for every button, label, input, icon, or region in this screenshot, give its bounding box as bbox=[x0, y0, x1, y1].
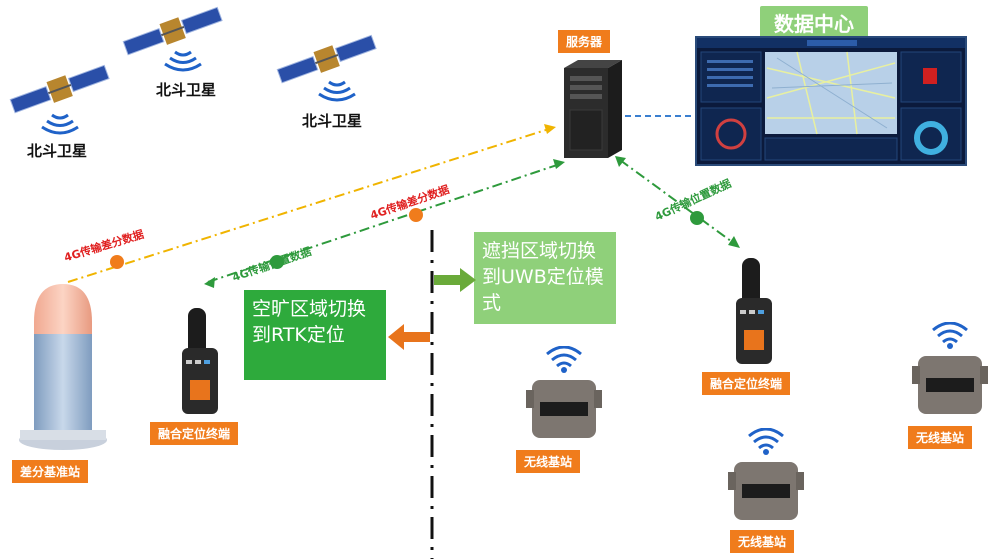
base-station-2-label: 无线基站 bbox=[730, 530, 795, 553]
data-center-screen bbox=[695, 36, 967, 166]
arrow-head bbox=[553, 159, 565, 169]
link-base-to-server bbox=[67, 127, 553, 283]
uwb-zone-box: 遮挡区域切换到UWB定位模式 bbox=[474, 232, 616, 324]
satellite-label: 北斗卫星 bbox=[302, 112, 363, 130]
satellite-2: 北斗卫星 bbox=[118, 2, 228, 99]
rtk-zone-text: 空旷区域切换到RTK定位 bbox=[252, 298, 367, 346]
arrow-to-uwb-icon bbox=[434, 268, 476, 292]
satellite-label: 北斗卫星 bbox=[156, 81, 217, 99]
reference-station-label: 差分基准站 bbox=[12, 460, 89, 483]
arrow-head bbox=[204, 277, 215, 288]
satellite-label: 北斗卫星 bbox=[27, 142, 88, 160]
link-node bbox=[409, 208, 423, 222]
server-label: 服务器 bbox=[558, 30, 611, 53]
satellite-icon bbox=[276, 34, 377, 102]
satellite-icon bbox=[9, 64, 110, 135]
reference-station-icon bbox=[18, 282, 108, 452]
uwb-zone-text: 遮挡区域切换到UWB定位模式 bbox=[482, 240, 604, 314]
link-node bbox=[110, 255, 124, 269]
terminal-left-label: 融合定位终端 bbox=[150, 422, 239, 445]
satellite-1: 北斗卫星 bbox=[5, 60, 115, 160]
base-station-1-icon bbox=[526, 345, 602, 442]
arrow-head bbox=[728, 236, 740, 248]
arrow-head bbox=[544, 124, 556, 134]
arrow-head bbox=[615, 156, 626, 167]
data-center-title: 数据中心 bbox=[760, 6, 868, 39]
link-node bbox=[690, 211, 704, 225]
link-terminal-to-server bbox=[207, 163, 561, 283]
arrow-to-rtk-icon bbox=[388, 324, 430, 350]
terminal-right-icon bbox=[730, 258, 778, 366]
satellite-icon bbox=[122, 6, 223, 72]
rtk-zone-box: 空旷区域切换到RTK定位 bbox=[244, 290, 386, 380]
base-station-1-label: 无线基站 bbox=[516, 450, 581, 473]
terminal-left-icon bbox=[176, 308, 224, 416]
base-station-2-icon bbox=[728, 427, 804, 524]
link-server-to-terminal bbox=[619, 159, 736, 245]
link-node bbox=[270, 255, 284, 269]
base-station-3-icon bbox=[912, 321, 988, 418]
server-icon bbox=[564, 60, 622, 158]
base-station-3-label: 无线基站 bbox=[908, 426, 973, 449]
terminal-right-label: 融合定位终端 bbox=[702, 372, 791, 395]
satellite-3: 北斗卫星 bbox=[272, 30, 382, 130]
